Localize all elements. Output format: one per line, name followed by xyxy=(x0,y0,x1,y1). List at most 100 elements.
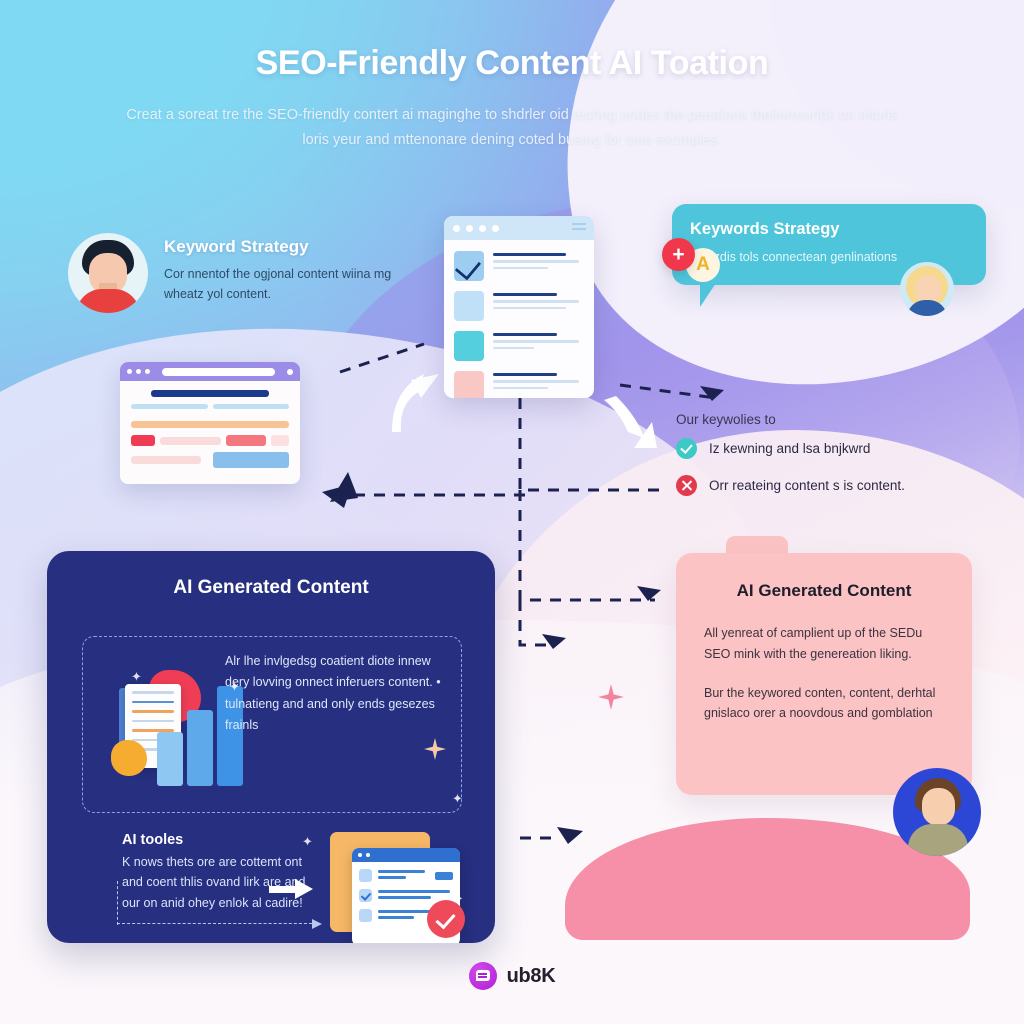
bubble-body: Imlazdis tols connectean genlinations xyxy=(690,250,898,264)
row-lines xyxy=(493,371,584,398)
navy-panel-body: Alr lhe invlgedsg coatient diote innew d… xyxy=(225,654,441,732)
female-avatar xyxy=(900,262,954,316)
window-title-bar xyxy=(120,362,300,381)
persona-text: Keyword Strategy Cor nnentof the ogjonal… xyxy=(164,233,398,305)
window-dot xyxy=(136,369,141,374)
sparkle-icon: ✦ xyxy=(452,791,463,806)
plus-icon[interactable]: + xyxy=(662,238,695,271)
thumbnail xyxy=(454,331,484,361)
check-icon xyxy=(676,438,697,459)
checkbox[interactable] xyxy=(359,889,372,902)
list-item: Orr reateing content s is content. xyxy=(676,475,976,496)
chart-bar xyxy=(187,710,213,786)
menu-icon[interactable] xyxy=(572,223,586,233)
list-item[interactable] xyxy=(352,902,460,922)
analytics-illustration xyxy=(107,666,257,786)
header: SEO-Friendly Content AI Toation Creat a … xyxy=(0,44,1024,153)
list-item[interactable] xyxy=(352,862,460,882)
row-title-bar xyxy=(493,253,566,256)
text-row xyxy=(131,404,289,415)
checklist-card-stack xyxy=(330,832,465,943)
window-dot xyxy=(358,853,362,857)
row-text-bar xyxy=(493,386,548,389)
window-dot xyxy=(145,369,150,374)
chip-pink xyxy=(160,436,221,445)
url-input[interactable] xyxy=(162,367,275,376)
window-body xyxy=(120,381,300,483)
row-lines xyxy=(493,251,584,281)
list-item: Iz kewning and lsa bnjkwrd xyxy=(676,438,976,459)
checkbox[interactable] xyxy=(359,869,372,882)
persona-heading: Keyword Strategy xyxy=(164,237,309,256)
row-text-bar xyxy=(493,260,580,263)
row-lines xyxy=(378,889,453,902)
thumbnail xyxy=(454,371,484,398)
doc-line xyxy=(132,710,174,713)
avatar-face xyxy=(922,788,955,826)
list-item[interactable] xyxy=(454,291,584,321)
check-icon xyxy=(454,253,482,281)
window-action-dot[interactable] xyxy=(287,368,293,375)
list-item[interactable] xyxy=(454,251,584,281)
checklist-item-label: Orr reateing content s is content. xyxy=(709,478,905,493)
doc-line xyxy=(132,748,174,751)
center-browser-window[interactable] xyxy=(444,216,594,398)
text-bar xyxy=(131,404,208,409)
left-browser-window[interactable] xyxy=(120,362,300,484)
window-rows xyxy=(444,240,594,398)
avatar-body xyxy=(908,824,968,856)
pink-panel-heading: AI Generated Content xyxy=(736,581,912,600)
window-dot xyxy=(453,224,460,232)
doc-line xyxy=(132,719,174,722)
row-title-bar xyxy=(493,333,557,336)
keyword-checklist: Our keywolies to Iz kewning and lsa bnjk… xyxy=(676,412,976,512)
keyword-strategy-persona: Keyword Strategy Cor nnentof the ogjonal… xyxy=(68,233,398,313)
row-text-bar xyxy=(493,300,580,303)
checklist-heading: Our keywolies to xyxy=(676,412,776,427)
arrow-shaft xyxy=(269,886,299,893)
thumbnail xyxy=(454,291,484,321)
window-dot xyxy=(492,224,499,232)
row-lines xyxy=(378,909,453,922)
orange-badge-shape xyxy=(111,740,147,776)
list-item[interactable] xyxy=(454,371,584,398)
row-text-bar xyxy=(493,340,580,343)
doc-line xyxy=(132,691,174,694)
chart-bar xyxy=(217,686,243,786)
row-lines xyxy=(378,869,429,882)
window-dot xyxy=(366,853,370,857)
avatar-face xyxy=(915,275,941,304)
row-text-bar xyxy=(493,266,548,269)
checklist-item-label: Iz kewning and lsa bnjkwrd xyxy=(709,441,871,456)
doc-line xyxy=(132,729,174,732)
sparkle-icon xyxy=(598,684,624,710)
highlight-bar xyxy=(131,421,289,428)
window-title-bar xyxy=(352,848,460,862)
ai-tools-block: AI tooles K nows thets ore are cottemt o… xyxy=(122,832,312,913)
checkbox[interactable] xyxy=(359,909,372,922)
ai-tools-body: K nows thets ore are cottemt ont and coe… xyxy=(122,855,306,910)
success-check-badge xyxy=(427,900,465,938)
sparkle-icon xyxy=(424,738,446,760)
row-text-bar xyxy=(493,306,566,309)
chip-red xyxy=(131,435,155,446)
footer-row xyxy=(131,452,289,468)
chart-bar xyxy=(157,732,183,786)
page-title: SEO-Friendly Content AI Toation xyxy=(255,44,769,82)
sparkle-icon: ✦ xyxy=(302,834,313,849)
primary-button[interactable] xyxy=(213,452,289,468)
pink-panel-paragraph-2: Bur the keywored conten, content, derhta… xyxy=(704,685,936,721)
list-item[interactable] xyxy=(352,882,460,902)
list-item[interactable] xyxy=(454,331,584,361)
row-text-bar xyxy=(493,346,534,349)
chip-pink xyxy=(131,456,201,464)
document-edge xyxy=(119,688,129,764)
ub8k-logo-icon xyxy=(468,962,497,990)
row-text-bar xyxy=(493,380,580,383)
row-tag xyxy=(435,871,453,880)
cross-icon xyxy=(676,475,697,496)
window-dot xyxy=(466,224,473,232)
footer: ub8K xyxy=(0,962,1024,990)
dashed-connector-horizontal xyxy=(117,919,322,929)
